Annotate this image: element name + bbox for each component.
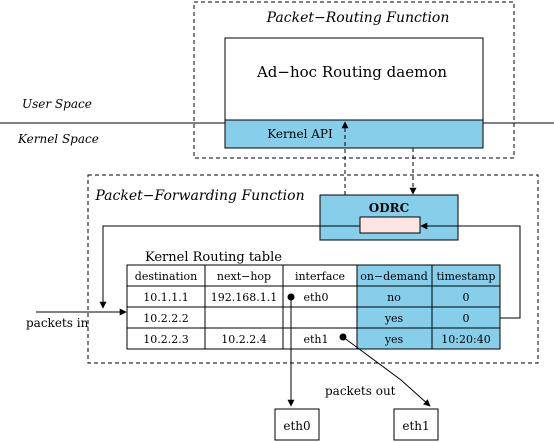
- table-header-interface: interface: [295, 270, 345, 283]
- packet-forwarding-function-label: Packet−Forwarding Function: [94, 188, 304, 204]
- table-header-timestamp: timestamp: [437, 270, 496, 283]
- kernel-space-label: Kernel Space: [17, 132, 99, 146]
- table-row-3-next-hop: 10.2.2.4: [221, 333, 266, 346]
- adhoc-routing-daemon-label: Ad−hoc Routing daemon: [256, 63, 447, 81]
- table-header-on-demand: on−demand: [360, 270, 428, 283]
- table-row-2-timestamp: 0: [463, 312, 470, 325]
- table-row-1-destination: 10.1.1.1: [143, 291, 188, 304]
- table-row-2-destination: 10.2.2.2: [143, 312, 188, 325]
- eth1-box: [393, 408, 439, 441]
- odrc-to-table-arrow: [99, 225, 360, 309]
- table-row-3-interface: eth1: [303, 333, 328, 346]
- table-row-1-next-hop: 192.168.1.1: [211, 291, 277, 304]
- odrc-label: ODRC: [369, 201, 409, 215]
- user-space-label: User Space: [22, 97, 92, 111]
- table-to-odrc-arrow: [420, 222, 521, 319]
- table-row-3-destination: 10.2.2.3: [143, 333, 188, 346]
- table-row-2-on-demand: yes: [384, 312, 404, 325]
- packet-forwarding-function-box: [87, 174, 539, 364]
- table-row-1-interface: eth0: [303, 291, 328, 304]
- adhoc-routing-daemon-box: [224, 37, 484, 121]
- kernel-api-box: [224, 119, 484, 149]
- table-row-3-on-demand: yes: [384, 333, 404, 346]
- table-row-1-timestamp: 0: [463, 291, 470, 304]
- packets-out-label: packets out: [325, 384, 396, 398]
- eth0-box: [274, 408, 320, 441]
- packets-in-label: packets in: [26, 316, 89, 330]
- table-row-3-timestamp: 10:20:40: [441, 333, 490, 346]
- table-header-destination: destination: [135, 270, 197, 283]
- table-header-next-hop: next−hop: [217, 270, 271, 283]
- kernel-routing-table-label: Kernel Routing table: [145, 250, 282, 265]
- odrc-inner-box: [359, 216, 421, 234]
- table-row-1-on-demand: no: [387, 291, 401, 304]
- kernel-routing-table: destination next−hop interface on−demand…: [126, 264, 501, 350]
- eth1-box-label: eth1: [402, 419, 429, 433]
- kernel-api-label: Kernel API: [267, 127, 333, 141]
- packet-routing-function-label: Packet−Routing Function: [266, 10, 450, 26]
- eth0-box-label: eth0: [283, 419, 310, 433]
- eth1-out-arrow: [342, 336, 431, 407]
